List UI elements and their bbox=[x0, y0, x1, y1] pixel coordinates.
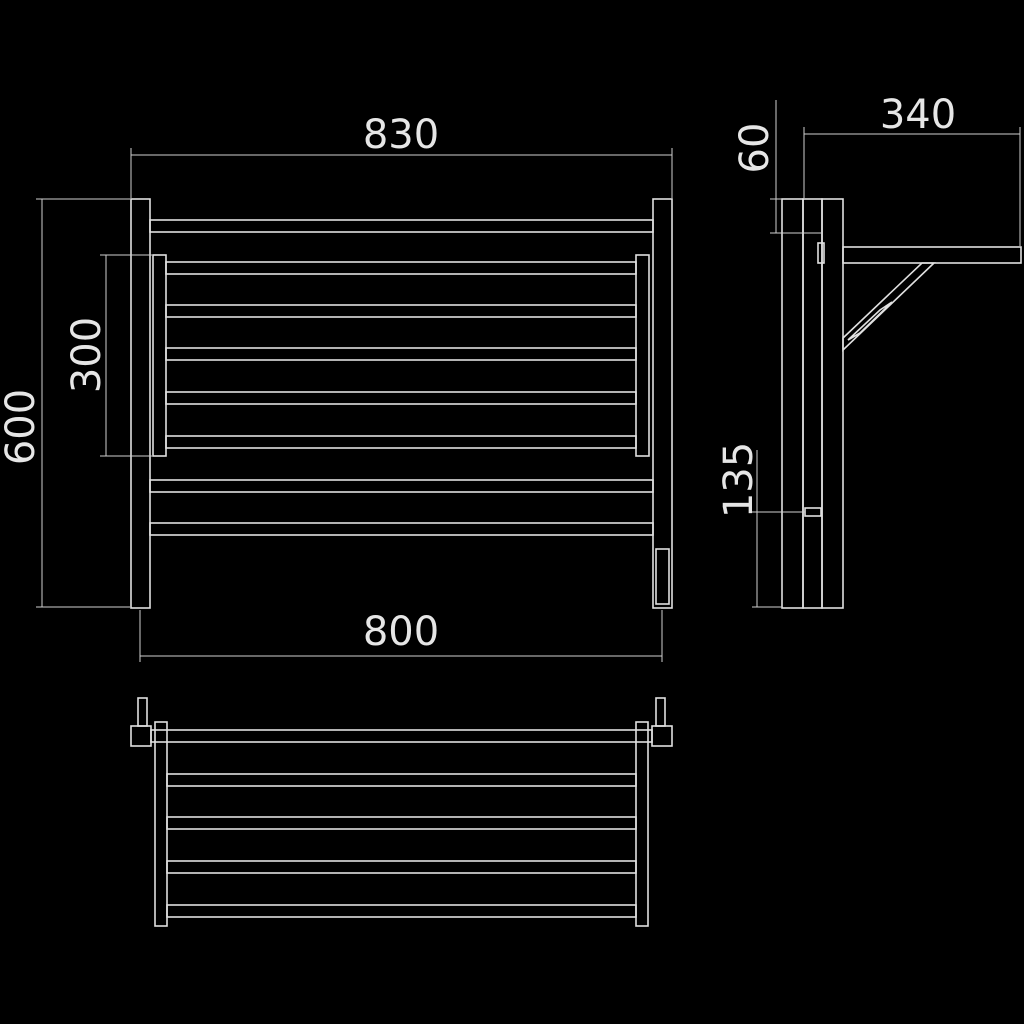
side-inner-strip bbox=[802, 198, 823, 609]
front-inner-left-post bbox=[152, 254, 167, 457]
top-view-bars bbox=[166, 773, 637, 918]
dim-60-label: 60 bbox=[732, 123, 778, 174]
top-view bbox=[130, 697, 673, 927]
dim-inner-height: 300 bbox=[64, 254, 152, 457]
dim-800-label: 800 bbox=[363, 609, 439, 655]
top-rear-bar bbox=[150, 729, 653, 743]
side-diagonal-strut bbox=[842, 262, 936, 352]
dim-top-offset: 60 bbox=[732, 100, 822, 234]
front-view: 830 800 600 300 bbox=[0, 112, 673, 662]
side-shelf-arm bbox=[842, 246, 1022, 264]
side-strut-sleeve bbox=[847, 301, 893, 341]
side-hinge-box bbox=[817, 242, 825, 264]
side-view: 340 60 135 bbox=[716, 92, 1022, 609]
top-left-pin bbox=[137, 697, 148, 727]
front-top-bars bbox=[149, 219, 654, 233]
top-right-block bbox=[651, 725, 673, 747]
dim-300-label: 300 bbox=[64, 317, 110, 393]
dim-340-label: 340 bbox=[880, 92, 956, 138]
top-left-block bbox=[130, 725, 152, 747]
top-left-rail bbox=[154, 721, 168, 927]
dim-830-label: 830 bbox=[363, 112, 439, 158]
dim-depth: 340 bbox=[803, 92, 1021, 246]
side-rear-post bbox=[781, 198, 804, 609]
top-right-rail bbox=[635, 721, 649, 927]
front-inner-bars bbox=[165, 261, 637, 449]
switch-box bbox=[655, 548, 670, 605]
front-inner-right-post bbox=[635, 254, 650, 457]
dim-bottom-width: 800 bbox=[139, 609, 663, 662]
front-left-post bbox=[130, 198, 151, 609]
top-right-pin bbox=[655, 697, 666, 727]
side-lower-box bbox=[804, 507, 822, 517]
dim-overall-width: 830 bbox=[130, 112, 673, 198]
dim-135-label: 135 bbox=[716, 442, 762, 518]
dim-bottom-offset: 135 bbox=[716, 442, 805, 608]
front-right-post bbox=[652, 198, 673, 609]
dim-overall-height: 600 bbox=[0, 198, 130, 608]
side-front-post bbox=[821, 198, 844, 609]
front-lower-bars bbox=[149, 479, 654, 536]
dim-600-label: 600 bbox=[0, 389, 44, 465]
